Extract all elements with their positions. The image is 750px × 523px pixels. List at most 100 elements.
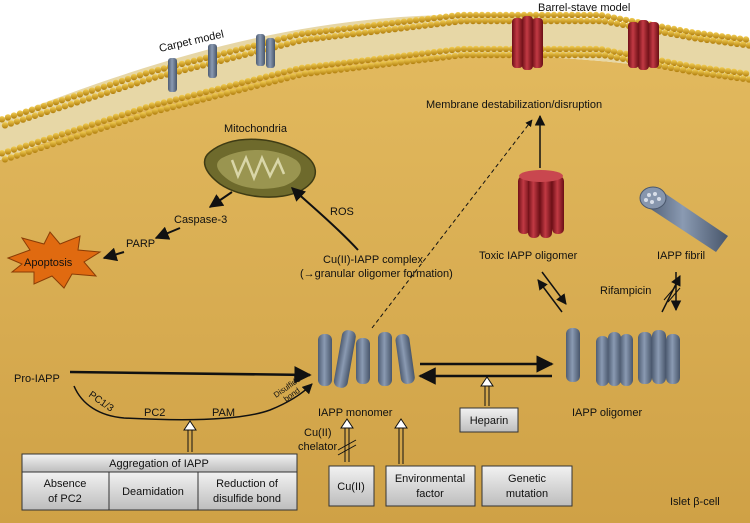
lipid-head: [208, 87, 216, 94]
lipid-head: [301, 70, 309, 77]
lipid-head: [676, 26, 684, 34]
lipid-head: [493, 51, 501, 59]
lipid-head: [736, 35, 744, 42]
pro-iapp-label: Pro-IAPP: [14, 373, 60, 385]
lipid-head: [256, 74, 264, 82]
lipid-head: [592, 11, 600, 19]
lipid-head: [400, 18, 408, 25]
lipid-head: [406, 17, 414, 25]
lipid-head: [127, 81, 135, 89]
lipid-head: [604, 13, 612, 20]
chelator-block-mark-1: [337, 439, 357, 451]
lipid-head: [307, 69, 315, 77]
lipid-head: [700, 30, 708, 38]
lipid-head: [52, 132, 60, 140]
lipid-head: [562, 45, 570, 53]
lipid-head: [676, 60, 684, 68]
lipid-head: [556, 45, 564, 53]
fibril-label: IAPP fibril: [657, 250, 705, 262]
lipid-head: [580, 11, 588, 19]
lipid-head: [667, 30, 675, 38]
barrel-stave-label: Barrel-stave model: [538, 2, 630, 14]
lipid-head: [100, 83, 108, 90]
lipid-head: [70, 127, 78, 134]
lipid-head: [133, 79, 141, 87]
lipid-head: [442, 47, 450, 54]
lipid-head: [715, 72, 723, 79]
lipid-head: [397, 59, 405, 66]
lipid-head: [220, 50, 228, 57]
lipid-head: [346, 24, 354, 32]
lipid-head: [589, 17, 597, 25]
heparin-label: Heparin: [470, 415, 509, 427]
lipid-head: [445, 53, 453, 60]
lipid-head: [457, 52, 465, 59]
lipid-head: [262, 73, 270, 80]
toxic-to-oligomer-arrow: [541, 271, 567, 305]
lipid-head: [121, 117, 129, 125]
lipid-head: [1, 122, 9, 129]
lipid-head: [187, 65, 195, 72]
environmental-label-line1: Environmental: [395, 473, 465, 485]
lipid-head: [589, 51, 597, 59]
lipid-head: [703, 36, 711, 44]
lipid-head: [181, 100, 189, 108]
lipid-head: [403, 24, 411, 31]
lipid-head: [109, 121, 117, 128]
lipid-head: [1, 156, 9, 163]
lipid-head: [457, 18, 465, 25]
lipid-head: [58, 96, 66, 104]
lipid-head: [154, 100, 162, 108]
lipid-head: [343, 65, 351, 72]
lipid-head: [13, 118, 21, 125]
lipid-head: [43, 142, 51, 150]
lipid-head: [502, 11, 510, 19]
lipid-head: [550, 11, 558, 19]
lipid-head: [178, 94, 186, 102]
lipid-head: [199, 62, 207, 69]
lipid-head: [133, 113, 141, 121]
lipid-head: [739, 75, 747, 82]
lipid-head: [16, 144, 24, 151]
lipid-head: [40, 136, 48, 144]
lipid-head: [46, 100, 54, 108]
lipid-head: [190, 57, 198, 65]
lipid-head: [82, 89, 90, 96]
lipid-head: [298, 64, 306, 71]
lipid-head: [727, 73, 735, 81]
lipid-head: [673, 31, 681, 39]
lipid-head: [379, 61, 387, 68]
lipid-head: [49, 140, 57, 148]
ros-label: ROS: [330, 206, 354, 218]
lipid-head: [667, 64, 675, 72]
lipid-head: [73, 133, 81, 140]
lipid-head: [469, 17, 477, 25]
parp-to-apoptosis-arrow: [102, 247, 125, 262]
lipid-head: [703, 70, 711, 78]
pam-label: PAM: [212, 407, 235, 419]
lipid-head: [67, 101, 75, 108]
lipid-head: [334, 60, 342, 67]
lipid-head: [139, 78, 147, 85]
lipid-head: [193, 63, 201, 71]
lipid-head: [163, 105, 171, 112]
lipid-head: [541, 51, 549, 59]
lipid-head: [232, 81, 240, 88]
lipid-head: [283, 40, 291, 48]
lipid-head: [91, 93, 99, 100]
lipid-head: [544, 11, 552, 19]
lipid-head: [553, 17, 561, 25]
lipid-head: [7, 154, 15, 161]
lipid-head: [166, 97, 174, 105]
lipid-head: [709, 37, 717, 44]
lipid-head: [688, 63, 696, 70]
lipid-head: [592, 45, 600, 53]
lipid-head: [337, 32, 345, 39]
oligomer-to-fibril-arrow: [661, 275, 681, 313]
lipid-head: [514, 11, 522, 19]
lipid-head: [175, 102, 183, 109]
lipid-head: [322, 61, 330, 69]
lipid-head: [229, 54, 237, 61]
lipid-head: [472, 11, 480, 19]
